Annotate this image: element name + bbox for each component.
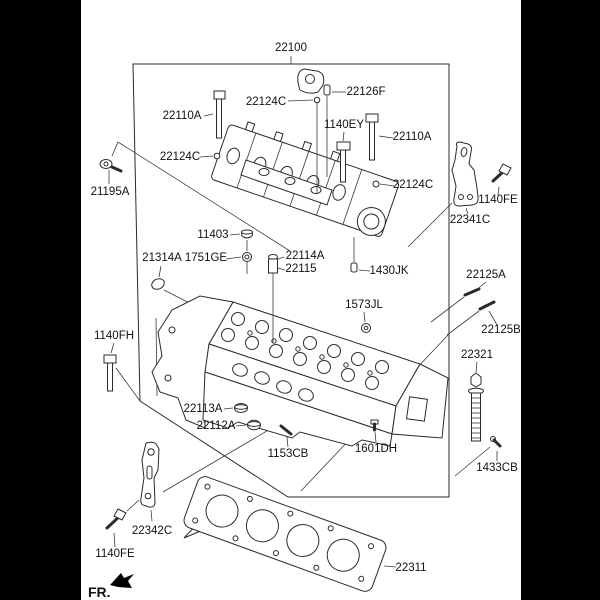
part-label-1140EY: 1140EY (324, 119, 364, 131)
bolt-1140EY-icon (336, 131, 351, 183)
part-label-22113A: 22113A (184, 403, 223, 415)
bracket-22341C-icon (451, 141, 479, 215)
seal-1751GE-icon (225, 252, 252, 274)
part-label-22311: 22311 (395, 562, 426, 574)
front-marker-label: FR. (88, 584, 111, 600)
part-label-22100: 22100 (275, 42, 307, 54)
part-label-22115: 22115 (285, 263, 316, 275)
head-gasket-drawing (183, 476, 397, 592)
tappet-valve-icon (268, 254, 286, 342)
intake-ports (232, 363, 314, 402)
part-label-22126F: 22126F (346, 86, 385, 98)
part-labels: 22100 22110A 22124C 22126F 1140EY 22110A… (91, 42, 522, 574)
part-label-1140FE-right: 1140FE (478, 194, 518, 206)
plug-1430JK-icon (350, 237, 371, 273)
part-icons (99, 84, 512, 548)
bolt-11403-icon (229, 229, 253, 251)
part-label-1140FH: 1140FH (94, 330, 134, 342)
part-label-21314A: 21314A (142, 252, 182, 264)
cap-22112A-icon (235, 419, 261, 431)
stud-1153CB-icon (279, 424, 293, 448)
pin-22126F-icon (323, 84, 331, 96)
plug-1573JL-icon (361, 311, 371, 333)
stud-22125B-icon (478, 300, 498, 326)
bracket-22342C-icon (126, 441, 160, 522)
part-label-11403: 11403 (197, 229, 228, 241)
cap-22113A-icon (223, 403, 248, 413)
part-label-22321: 22321 (461, 349, 493, 361)
part-label-22110A-right: 22110A (393, 131, 432, 143)
cam-carrier-drawing (211, 121, 400, 237)
part-label-22342C: 22342C (132, 525, 172, 537)
front-marker: FR. (88, 573, 134, 600)
enclosure-box (132, 63, 450, 498)
bolt-22110A-left-icon (203, 90, 226, 139)
part-label-22125B: 22125B (481, 324, 521, 336)
valve-spring-circles (221, 312, 389, 390)
part-label-1140FE-bottom: 1140FE (95, 548, 135, 560)
part-label-1601DH: 1601DH (355, 443, 397, 455)
bolt-1601DH-icon (370, 419, 379, 443)
bolt-1140FE-bottom-icon (105, 508, 127, 548)
bolt-1433CB-icon (490, 436, 502, 461)
part-label-1153CB: 1153CB (268, 448, 309, 460)
part-label-22124C-right: 22124C (393, 179, 433, 191)
part-label-1433CB: 1433CB (476, 462, 518, 474)
bolt-1140FE-right-icon (491, 163, 512, 196)
sensor-21195A-icon (99, 159, 123, 184)
front-arrow-icon (110, 573, 134, 588)
part-label-22112A: 22112A (197, 420, 236, 432)
part-label-22114A: 22114A (286, 250, 325, 262)
bolt-1140FH-icon (103, 342, 117, 392)
part-label-22124C-left: 22124C (160, 151, 200, 163)
dowel-22124C-top-icon (313, 96, 321, 104)
part-label-22110A-left: 22110A (163, 110, 202, 122)
dowel-22124C-right-icon (372, 180, 380, 188)
cap-21314A-icon (151, 265, 165, 290)
part-label-22124C-top: 22124C (246, 96, 286, 108)
lifting-lug-drawing (297, 68, 325, 94)
bolt-22110A-right-icon (365, 113, 394, 161)
part-label-22125A: 22125A (466, 269, 506, 281)
part-label-1751GE: 1751GE (185, 252, 228, 264)
part-label-1573JL: 1573JL (345, 299, 383, 311)
part-label-22341C: 22341C (450, 214, 490, 226)
part-label-21195A: 21195A (91, 186, 130, 198)
dowel-22124C-left-icon (213, 152, 221, 160)
part-label-1430JK: 1430JK (369, 265, 408, 277)
stud-22321-icon (468, 361, 484, 442)
stud-22125A-icon (463, 281, 487, 297)
cylinder-head-drawing (151, 295, 449, 447)
leader-22311 (383, 565, 397, 568)
